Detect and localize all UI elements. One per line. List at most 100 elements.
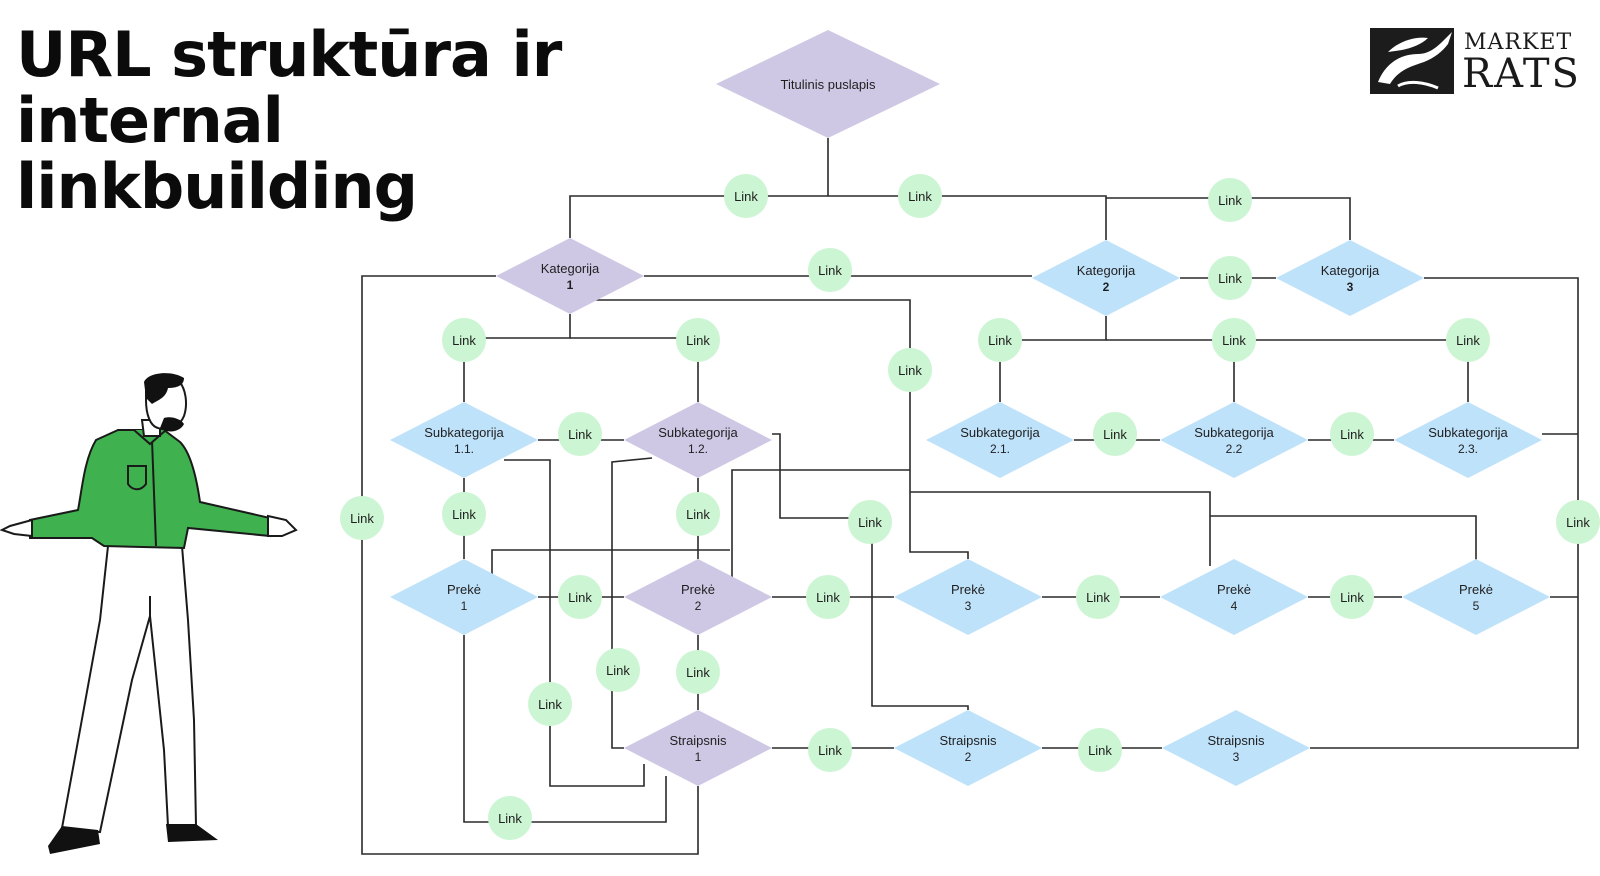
node-k1: Kategorija 1 [496,238,644,314]
connector-line [569,138,829,238]
link-badge-label: Link [568,427,592,442]
node-label-number: 2.1. [990,442,1010,456]
connector-line [910,491,1211,566]
link-badge: Link [1078,728,1122,772]
node-a3: Straipsnis 3 [1162,710,1310,786]
link-badge: Link [724,174,768,218]
node-diamond [1032,240,1180,316]
connector-line [999,316,1107,402]
link-badge: Link [808,248,852,292]
connector-line [828,195,1107,240]
node-label-number: 2 [695,599,702,613]
node-diamond [1402,559,1550,635]
node-diamond [926,402,1074,478]
link-badge-circle [558,412,602,456]
link-badge: Link [558,575,602,619]
node-label: Kategorija [1077,263,1136,278]
link-badge-label: Link [818,743,842,758]
connector-line [463,314,571,402]
link-badge: Link [806,575,850,619]
link-badge: Link [978,318,1022,362]
link-badge-label: Link [350,511,374,526]
link-badge-circle [1078,728,1122,772]
node-k3: Kategorija 3 [1276,240,1424,316]
link-badge: Link [442,492,486,536]
node-label-number: 1.2. [688,442,708,456]
link-badge-label: Link [1088,743,1112,758]
connector-line [594,299,969,559]
node-label: Prekė [447,582,481,597]
connector-line [1310,277,1579,749]
link-badge-circle [528,682,572,726]
node-label-number: 3 [1347,280,1354,294]
link-badge-circle [978,318,1022,362]
link-badge-circle [1330,412,1374,456]
node-diamond [624,402,772,478]
node-s21: Subkategorija 2.1. [926,402,1074,478]
link-badge-label: Link [1340,590,1364,605]
link-badge: Link [848,500,892,544]
node-label-number: 1 [695,750,702,764]
node-diamond [496,238,644,314]
link-badge-circle [676,492,720,536]
link-badge: Link [1446,318,1490,362]
page-title: URL struktūra ir internal linkbuilding [16,22,576,220]
link-badge-label: Link [734,189,758,204]
node-label: Subkategorija [1194,425,1274,440]
link-badge-label: Link [568,590,592,605]
link-badge-label: Link [1103,427,1127,442]
node-label: Kategorija [1321,263,1380,278]
link-badge-label: Link [686,333,710,348]
node-diamond [894,559,1042,635]
link-badge-label: Link [898,363,922,378]
link-badge-label: Link [1340,427,1364,442]
node-label: Kategorija [541,261,600,276]
connector-line [1210,515,1477,566]
title-line-1: URL struktūra ir [16,18,562,91]
link-badge: Link [1208,256,1252,300]
node-diamond [1162,710,1310,786]
connector-line [611,457,653,749]
node-diamond [390,559,538,635]
node-label: Prekė [951,582,985,597]
link-badge-circle [1208,256,1252,300]
person-illustration [0,373,298,854]
link-badge-circle [808,728,852,772]
link-badge-label: Link [686,507,710,522]
link-badge-circle [898,174,942,218]
link-badge: Link [1330,575,1374,619]
node-label: Straipsnis [1207,733,1265,748]
link-badge-label: Link [988,333,1012,348]
link-badge-circle [1446,318,1490,362]
link-badge: Link [488,796,532,840]
link-badge-circle [888,348,932,392]
node-label-number: 1 [567,278,574,292]
link-badge-label: Link [606,663,630,678]
node-diamond [624,559,772,635]
node-label-number: 1.1. [454,442,474,456]
link-badge-circle [442,492,486,536]
link-badge-circle [1556,500,1600,544]
node-diamond [894,710,1042,786]
title-line-3: linkbuilding [16,150,418,223]
connector-line [1106,197,1351,240]
node-label: Subkategorija [960,425,1040,440]
node-label-number: 2 [1103,280,1110,294]
node-label-number: 3 [1233,750,1240,764]
link-badge-circle [848,500,892,544]
link-badge: Link [1093,412,1137,456]
link-badge-circle [558,575,602,619]
link-badge-label: Link [1566,515,1590,530]
link-badge-label: Link [1456,333,1480,348]
link-badge-circle [596,648,640,692]
link-badge-label: Link [858,515,882,530]
node-label: Prekė [681,582,715,597]
link-badge-circle [488,796,532,840]
link-badge: Link [1556,500,1600,544]
